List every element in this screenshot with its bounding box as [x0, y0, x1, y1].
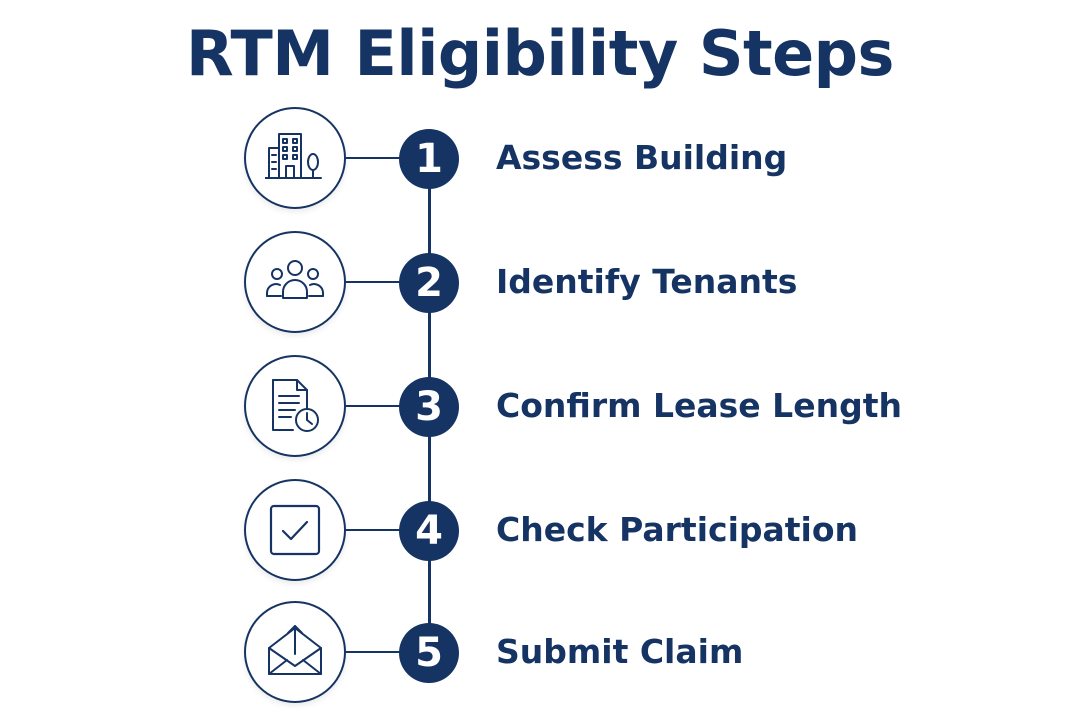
- step-3-connector: [346, 405, 400, 407]
- checkbox-icon: [269, 504, 321, 556]
- step-2: 2 Identify Tenants: [0, 231, 1080, 341]
- step-1-connector: [346, 157, 400, 159]
- step-2-number-badge: 2: [399, 253, 459, 313]
- step-5-connector: [346, 651, 400, 653]
- step-1-icon-circle: [244, 107, 346, 209]
- step-5-icon-circle: [244, 601, 346, 703]
- step-5-label: Submit Claim: [496, 632, 744, 671]
- step-3: 3 Confirm Lease Length: [0, 355, 1080, 465]
- step-3-label: Confirm Lease Length: [496, 386, 902, 425]
- step-3-number-badge: 3: [399, 377, 459, 437]
- people-icon: [266, 260, 324, 299]
- document-clock-icon: [272, 379, 319, 432]
- step-5-number-badge: 5: [399, 623, 459, 683]
- step-5: 5 Submit Claim: [0, 601, 1080, 711]
- step-4-number-badge: 4: [399, 501, 459, 561]
- step-1: 1 Assess Building: [0, 107, 1080, 217]
- step-2-connector: [346, 281, 400, 283]
- step-4-icon-circle: [244, 479, 346, 581]
- building-icon: [265, 133, 322, 179]
- step-4-connector: [346, 529, 400, 531]
- step-1-number-badge: 1: [399, 129, 459, 189]
- step-4-label: Check Participation: [496, 510, 859, 549]
- step-1-label: Assess Building: [496, 138, 788, 177]
- page-title: RTM Eligibility Steps: [186, 17, 894, 90]
- step-2-icon-circle: [244, 231, 346, 333]
- envelope-upload-icon: [268, 625, 322, 675]
- step-3-icon-circle: [244, 355, 346, 457]
- step-4: 4 Check Participation: [0, 479, 1080, 589]
- step-2-label: Identify Tenants: [496, 262, 798, 301]
